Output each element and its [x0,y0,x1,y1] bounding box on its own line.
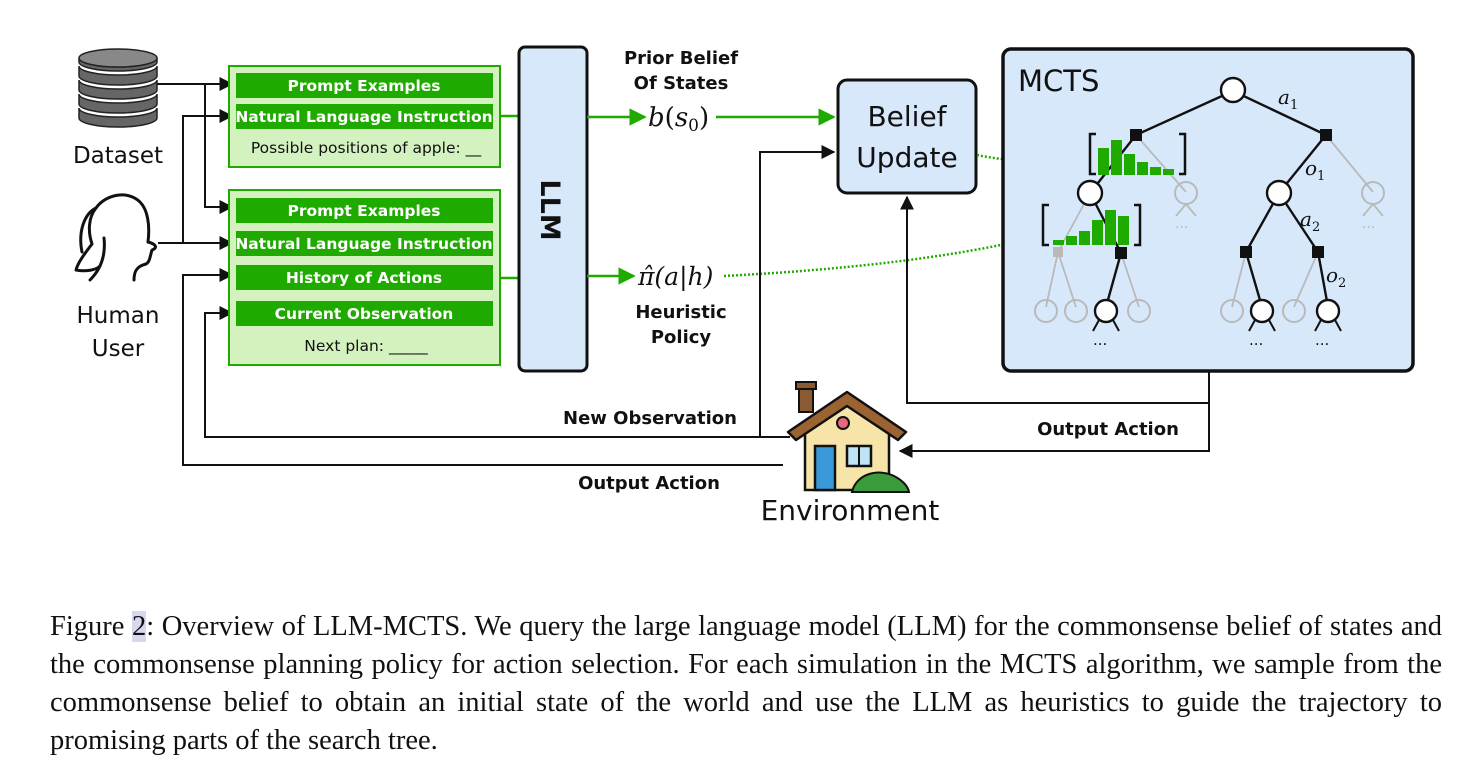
label-a2: a2 [1300,207,1320,235]
belief-update-block: Belief Update [836,78,978,195]
human-user-label-1: Human [77,303,160,329]
label-o1: o1 [1305,156,1325,184]
llm-mcts-diagram: Dataset Human User Prompt Examples Natur… [73,45,1415,527]
caption-text: : Overview of LLM-MCTS. We query the lar… [50,611,1442,756]
belief-update-label-1: Belief [867,100,947,133]
belief-histogram [1088,132,1187,176]
caption-prefix: Figure [50,611,132,642]
label-o2: o2 [1326,263,1346,291]
possible-positions-label: Possible positions of apple: __ [251,139,482,158]
mcts-ellipsis-1: ... [1093,331,1107,349]
history-of-actions-label: History of Actions [286,269,442,287]
mcts-panel: MCTS [1001,47,1415,373]
nl-instruction-label: Natural Language Instruction [235,108,492,126]
figure-caption: Figure 2: Overview of LLM-MCTS. We query… [50,608,1442,760]
human-user-label-2: User [92,336,145,362]
box-to-llm-connectors [500,114,519,280]
llm-label: LLM [534,179,565,240]
prior-belief-label-2: Of States [634,73,729,94]
heuristic-policy-label-2: Policy [651,327,712,348]
prompt-box-policy: Prompt Examples Natural Language Instruc… [228,189,501,366]
house-icon [786,381,911,493]
observation-to-belief-arrow [759,145,836,437]
current-observation-label: Current Observation [275,305,454,323]
belief-update-label-2: Update [856,141,957,174]
next-plan-label: Next plan: _____ [304,337,428,356]
svg-text:...: ... [1175,216,1188,232]
output-loops [760,195,1210,458]
prior-belief-label-1: Prior Belief [624,48,738,69]
heuristic-policy-label-1: Heuristic [635,302,726,323]
output-action-right-label: Output Action [1037,419,1179,440]
prior-belief-formula: b(s0) [648,103,709,136]
heuristic-policy-formula: π̂(a|h) [637,262,713,292]
mcts-ellipsis-2: ... [1249,331,1263,349]
nl-instruction-label-2: Natural Language Instruction [235,235,492,253]
database-icon [78,48,158,128]
mcts-title: MCTS [1018,64,1099,98]
policy-to-mcts-arrow [723,233,1034,278]
policy-histogram [1041,203,1142,247]
prompt-examples-label: Prompt Examples [287,77,440,95]
output-action-bottom-label: Output Action [578,473,720,494]
dataset-label: Dataset [73,143,163,169]
prompt-examples-label-2: Prompt Examples [287,202,440,220]
label-a1: a1 [1278,85,1298,113]
caption-figure-number[interactable]: 2 [131,611,147,642]
environment-label: Environment [761,494,940,527]
new-observation-label: New Observation [563,408,737,429]
human-user-icon [74,193,157,282]
svg-text:...: ... [1362,216,1375,232]
llm-block: LLM [517,45,589,373]
mcts-ellipsis-3: ... [1315,331,1329,349]
input-wiring [157,77,783,466]
prompt-box-belief: Prompt Examples Natural Language Instruc… [228,65,501,168]
